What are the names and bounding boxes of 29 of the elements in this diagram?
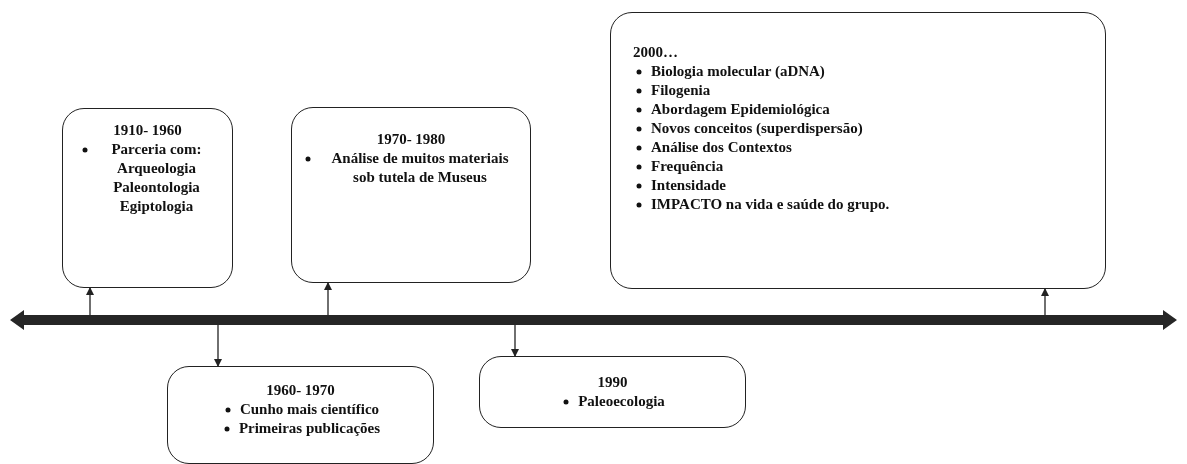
period-box bbox=[62, 108, 233, 288]
arrow bbox=[511, 324, 519, 357]
bullet-item: Frequência bbox=[651, 157, 725, 176]
period-heading: 1960- 1970 bbox=[265, 381, 336, 400]
bullet-item: Cunho mais científico bbox=[239, 400, 380, 419]
period-heading: 1990 bbox=[596, 373, 629, 392]
bullet-item: Biologia molecular (aDNA) bbox=[651, 62, 826, 81]
bullet-item: Parceria com: Arqueologia Paleontologia Egiptologia bbox=[110, 140, 203, 216]
period-heading: 1910- 1960 bbox=[112, 121, 183, 140]
timeline-bar bbox=[10, 310, 1177, 330]
arrow bbox=[214, 324, 222, 367]
bullet-item: Filogenia bbox=[651, 81, 712, 100]
arrow bbox=[324, 282, 332, 316]
bullet-item: IMPACTO na vida e saúde do grupo. bbox=[651, 195, 891, 214]
bullet-item: Novos conceitos (superdispersão) bbox=[651, 119, 864, 138]
period-heading: 1970- 1980 bbox=[375, 130, 447, 149]
bullet-item: Paleoecologia bbox=[578, 392, 665, 411]
bullet-item: Análise de muitos materiais sob tutela de Museus bbox=[330, 149, 510, 187]
bullet-item: Intensidade bbox=[651, 176, 728, 195]
period-box bbox=[291, 107, 531, 283]
bullet-item: Abordagem Epidemiológica bbox=[651, 100, 831, 119]
arrow bbox=[1041, 288, 1049, 316]
bullet-item: Primeiras publicações bbox=[238, 419, 381, 438]
period-heading: 2000… bbox=[633, 43, 679, 62]
arrow bbox=[86, 287, 94, 316]
period-box bbox=[167, 366, 434, 464]
period-box bbox=[610, 12, 1106, 289]
bullet-item: Análise dos Contextos bbox=[651, 138, 793, 157]
period-box bbox=[479, 356, 746, 428]
